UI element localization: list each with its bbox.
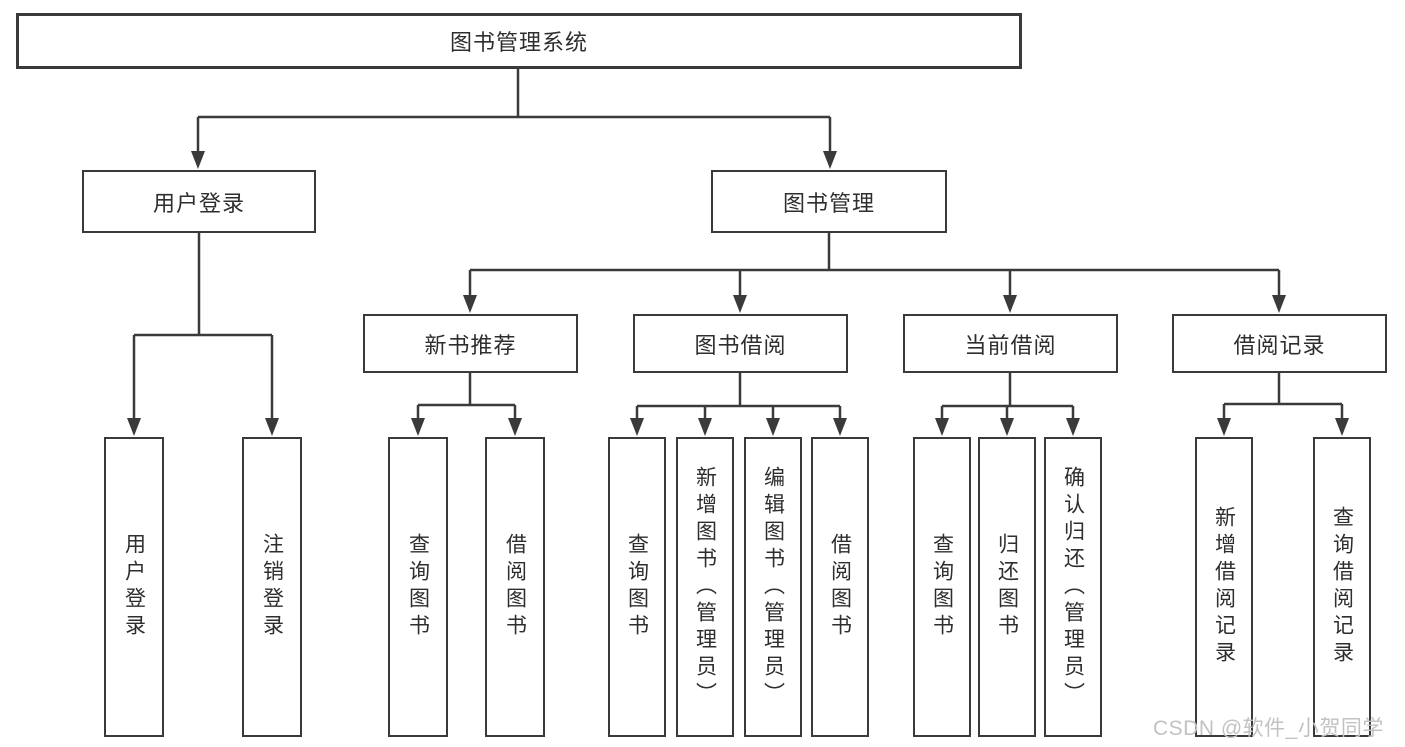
leaf-cb-return-books: 归还图书 bbox=[978, 437, 1036, 737]
arrowhead-icon bbox=[1217, 418, 1231, 436]
arrowhead-icon bbox=[698, 418, 712, 436]
arrowhead-icon bbox=[191, 151, 205, 169]
node-user-login: 用户登录 bbox=[82, 170, 316, 233]
node-borrowing-records-label: 借阅记录 bbox=[1233, 332, 1326, 358]
leaf-cb-query-books: 查询图书 bbox=[913, 437, 971, 737]
leaf-br-query-record: 查询借阅记录 bbox=[1313, 437, 1371, 737]
leaf-bb-add-books-admin-label: 新增图书（管理员） bbox=[693, 465, 717, 709]
node-book-management: 图书管理 bbox=[711, 170, 947, 233]
leaf-bb-borrow-books: 借阅图书 bbox=[811, 437, 869, 737]
node-new-book-recommend: 新书推荐 bbox=[363, 314, 578, 373]
arrowhead-icon bbox=[823, 151, 837, 169]
node-borrowing-records: 借阅记录 bbox=[1172, 314, 1387, 373]
leaf-bb-borrow-books-label: 借阅图书 bbox=[828, 533, 852, 641]
arrowhead-icon bbox=[1066, 418, 1080, 436]
arrowhead-icon bbox=[833, 418, 847, 436]
arrowhead-icon bbox=[1003, 295, 1017, 313]
arrowhead-icon bbox=[463, 295, 477, 313]
connector-currentborrow-to-leaves bbox=[940, 373, 1075, 421]
connector-newbookrec-to-leaves bbox=[416, 373, 517, 421]
arrowhead-icon bbox=[630, 418, 644, 436]
leaf-logout-label: 注销登录 bbox=[260, 533, 284, 641]
arrowhead-icon bbox=[508, 418, 522, 436]
node-new-book-recommend-label: 新书推荐 bbox=[424, 332, 517, 358]
node-book-borrowing-label: 图书借阅 bbox=[694, 332, 787, 358]
node-current-borrowing-label: 当前借阅 bbox=[964, 332, 1057, 358]
leaf-nbr-borrow-books: 借阅图书 bbox=[485, 437, 545, 737]
connector-bookborrow-to-leaves bbox=[635, 373, 842, 421]
leaf-user-login-label: 用户登录 bbox=[122, 533, 146, 641]
leaf-cb-confirm-return-admin-label: 确认归还（管理员） bbox=[1061, 465, 1085, 709]
leaf-user-login: 用户登录 bbox=[104, 437, 164, 737]
arrowhead-icon bbox=[265, 418, 279, 436]
arrowhead-icon bbox=[766, 418, 780, 436]
node-book-borrowing: 图书借阅 bbox=[633, 314, 848, 373]
leaf-bb-edit-books-admin-label: 编辑图书（管理员） bbox=[761, 465, 785, 709]
node-root-label: 图书管理系统 bbox=[449, 30, 588, 55]
leaf-bb-query-books-label: 查询图书 bbox=[625, 533, 649, 641]
arrowheads bbox=[127, 151, 1349, 436]
arrowhead-icon bbox=[1335, 418, 1349, 436]
arrowhead-icon bbox=[733, 295, 747, 313]
leaf-nbr-query-books-label: 查询图书 bbox=[406, 533, 430, 641]
leaf-cb-return-books-label: 归还图书 bbox=[995, 533, 1019, 641]
leaf-cb-query-books-label: 查询图书 bbox=[930, 533, 954, 641]
leaf-nbr-query-books: 查询图书 bbox=[388, 437, 448, 737]
csdn-watermark: CSDN @软件_小贺同学 bbox=[1153, 717, 1384, 740]
leaf-br-add-record-label: 新增借阅记录 bbox=[1212, 506, 1236, 668]
node-root: 图书管理系统 bbox=[16, 13, 1022, 69]
leaf-logout: 注销登录 bbox=[242, 437, 302, 737]
node-book-management-label: 图书管理 bbox=[782, 190, 875, 216]
node-user-login-label: 用户登录 bbox=[152, 190, 245, 216]
leaf-br-add-record: 新增借阅记录 bbox=[1195, 437, 1253, 737]
arrowhead-icon bbox=[935, 418, 949, 436]
leaf-br-query-record-label: 查询借阅记录 bbox=[1330, 506, 1354, 668]
arrowhead-icon bbox=[411, 418, 425, 436]
leaf-bb-edit-books-admin: 编辑图书（管理员） bbox=[744, 437, 802, 737]
connector-borrowrecords-to-leaves bbox=[1222, 373, 1344, 421]
leaf-nbr-borrow-books-label: 借阅图书 bbox=[503, 533, 527, 641]
leaf-cb-confirm-return-admin: 确认归还（管理员） bbox=[1044, 437, 1102, 737]
leaf-bb-query-books: 查询图书 bbox=[608, 437, 666, 737]
arrowhead-icon bbox=[127, 418, 141, 436]
node-current-borrowing: 当前借阅 bbox=[903, 314, 1118, 373]
connector-userlogin-to-leaves bbox=[132, 233, 274, 421]
arrowhead-icon bbox=[1272, 295, 1286, 313]
connector-bookmgmt-to-level2 bbox=[468, 233, 1281, 298]
leaf-bb-add-books-admin: 新增图书（管理员） bbox=[676, 437, 734, 737]
connector-root-to-level1 bbox=[196, 69, 832, 153]
arrowhead-icon bbox=[1000, 418, 1014, 436]
